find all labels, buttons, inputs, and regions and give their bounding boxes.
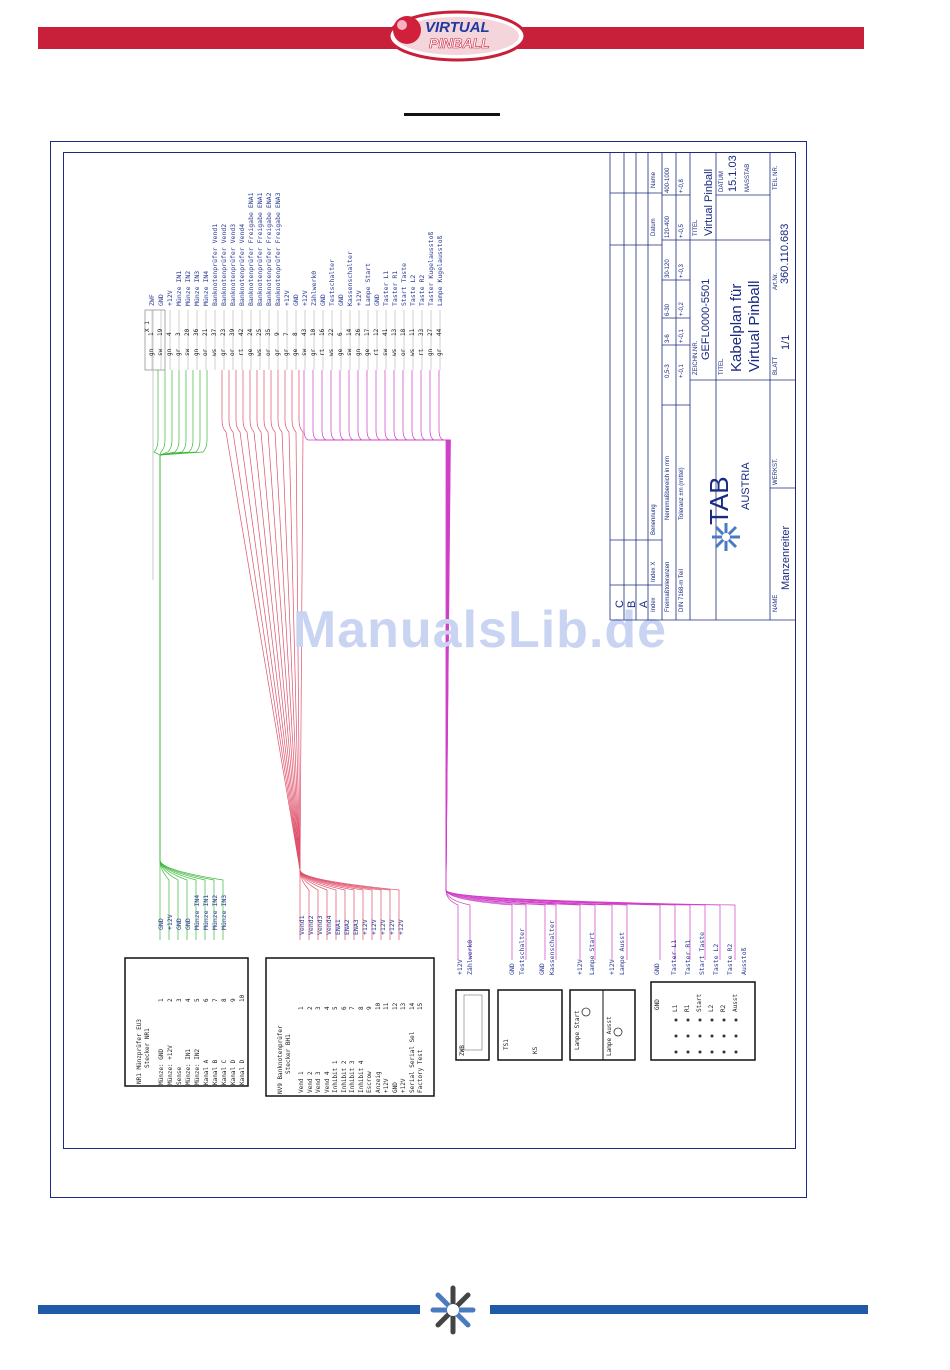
switch-box [497,989,563,1061]
button-contact [734,1034,738,1038]
button-contact [674,1018,678,1022]
drawing-inner-frame [63,152,796,1149]
button-contact [686,1050,690,1054]
company-name: TAB [704,476,734,525]
magenta-wire-bundle [303,370,736,960]
virtual-pinball-logo: VIRTUAL PINBALL [385,8,527,66]
massstab-label: MASSTAB [745,163,751,192]
zeichn-label: ZEICHN.NR. [693,340,699,375]
col-index: Index [651,597,657,612]
button-contact [722,1050,726,1054]
tolerance-value: +-0,3 [679,264,685,278]
coin-wire [159,370,224,940]
lamp-ausst-icon [613,1027,623,1037]
x1-connector-body [144,309,166,371]
button-contact [686,1018,690,1022]
artnr-value: 360.110.683 [779,223,791,284]
bill-wire [221,370,301,940]
range-value: 120-400 [665,215,671,238]
button-contact [698,1050,702,1054]
range-value: 6-30 [665,303,671,316]
button-contact [698,1018,702,1022]
button-contact [698,1034,702,1038]
col-benennung: Benennung [651,504,657,535]
red-wire-bundle [221,370,400,940]
tab-star-logo [712,523,740,551]
footer-star-icon [420,1280,486,1340]
green-wire-bundle [153,370,224,940]
x1-pin-lines [151,310,441,370]
tolerance-value: +-0,2 [679,302,685,316]
title-rule [404,113,500,116]
button-contact [734,1050,738,1054]
watermark: ManualsLib.de [292,601,668,659]
col-index-x: Index X [651,561,657,582]
button-contact [710,1018,714,1022]
revision-row-c: C [614,600,626,608]
drawing-outer-frame [50,141,807,1198]
button-contact [674,1034,678,1038]
bill-wire [263,370,355,940]
tolerance-value: +-0,1 [679,329,685,343]
footer-line-left [38,1305,420,1314]
tolerance-value: +-0,8 [679,179,685,193]
datum-label: DATUM [719,171,725,192]
drawing-number: GEFL0000-5501 [700,278,712,360]
logo-line1: VIRTUAL [425,19,490,36]
revision-row-b: B [626,600,638,608]
titel2-value: Virtual Pinball [703,168,715,236]
bill-wire [242,370,328,940]
bill-wire [249,370,337,940]
nr1-coin-box [124,957,249,1087]
nennmass-label: Nennmaßbereich in mm [665,455,671,520]
button-contact [710,1034,714,1038]
button-contact [722,1018,726,1022]
bill-wire [256,370,346,940]
tolerance-value: +-0,5 [679,224,685,238]
button-contacts [674,1018,738,1054]
blatt-label: BLATT [773,356,779,375]
toleranz-label: Toleranz ±m (mittel) [679,467,685,520]
nv9-bill-box [265,957,435,1097]
bill-wire [298,370,400,940]
button-contact [674,1050,678,1054]
button-contact [710,1050,714,1054]
button-contact [722,1034,726,1038]
zwb-box [455,989,490,1061]
button-box [650,981,756,1061]
bill-wire [228,370,310,940]
title-line1: Kabelplan für [728,283,745,372]
range-value: 30-120 [665,259,671,278]
aux-wire [438,370,736,960]
zwb-counter [463,994,483,1051]
werkst-label: WERKST. [773,458,779,485]
name-label: NAME [773,594,779,612]
datum-value: 15.1.03 [727,155,739,192]
name-value: Manzenreiter [780,525,792,590]
title-line2: Virtual Pinball [746,280,763,372]
lamp-start-icon [581,1007,591,1017]
button-contact [686,1034,690,1038]
footer-line-right [490,1305,868,1314]
range-value: 0,5-3 [665,364,671,378]
blatt-value: 1/1 [780,334,792,350]
teil-label: TEIL NR. [773,165,779,190]
button-contact [734,1018,738,1022]
titel-label: TITEL [719,358,725,375]
revision-row-a: A [638,600,650,608]
titel2-label: TITEL [693,219,699,236]
din-label: DIN 7168-m Teil [679,569,685,612]
tolerance-value: +-0,1 [679,364,685,378]
freimass-label: Freimaßtoleranzen [665,561,671,612]
bill-wire [235,370,319,940]
col-datum: Datum [651,218,657,236]
company-country: AUSTRIA [740,462,752,510]
range-value: 400-1000 [665,167,671,193]
col-name: Name [651,171,657,188]
logo-line2: PINBALL [429,35,490,51]
range-value: 3-6 [665,334,671,343]
